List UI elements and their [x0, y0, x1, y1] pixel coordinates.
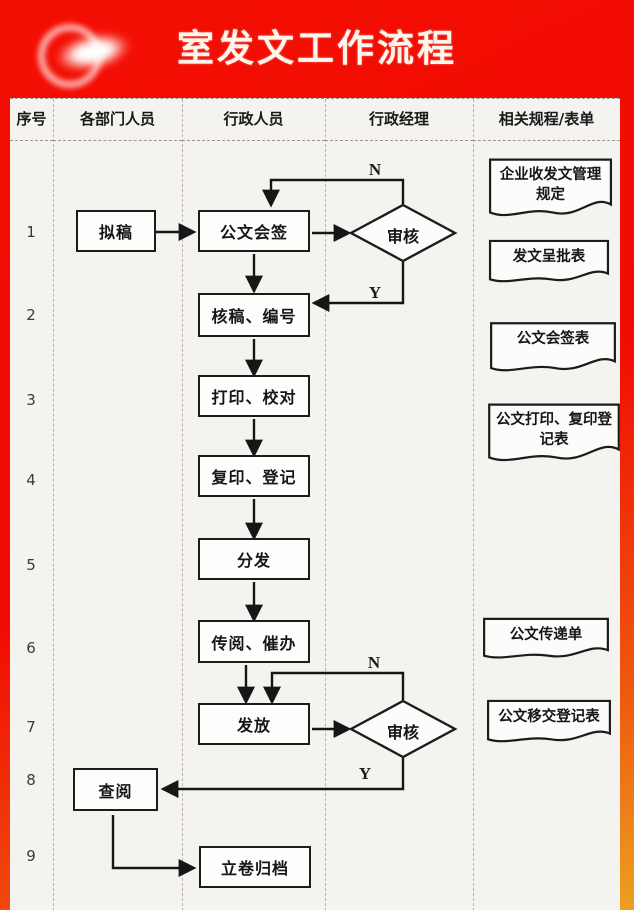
logo-mark-icon — [30, 14, 140, 88]
column-divider — [182, 99, 183, 910]
node-print-proof: 打印、校对 — [198, 375, 310, 417]
node-circulate-urge: 传阅、催办 — [198, 620, 310, 663]
row-number: 3 — [26, 391, 36, 409]
column-divider — [325, 99, 326, 910]
doc-transfer-register: 公文移交登记表 — [486, 699, 612, 747]
node-draft: 拟稿 — [76, 210, 156, 252]
page-title: 室发文工作流程 — [177, 27, 457, 70]
row-number: 5 — [26, 556, 36, 574]
branch-label-yes: Y — [358, 764, 372, 783]
row-number: 6 — [26, 639, 36, 657]
header-banner: 室发文工作流程 — [0, 0, 634, 98]
column-divider — [473, 99, 474, 910]
node-issue: 发放 — [198, 703, 310, 745]
node-distribute: 分发 — [198, 538, 310, 580]
column-header-department: 各部门人员 — [53, 99, 182, 141]
column-header-admin-manager: 行政经理 — [325, 99, 473, 141]
decision-review-1-label: 审核 — [386, 227, 419, 246]
doc-delivery-slip: 公文传递单 — [482, 617, 610, 663]
row-number: 8 — [26, 771, 36, 789]
row-number: 1 — [26, 223, 36, 241]
doc-approval-form: 发文呈批表 — [488, 239, 610, 287]
doc-print-copy-register: 公文打印、复印登记表 — [487, 402, 621, 468]
node-countersign: 公文会签 — [198, 210, 310, 252]
node-check-number: 核稿、编号 — [198, 293, 310, 337]
node-copy-register: 复印、登记 — [198, 455, 310, 497]
column-header-admin-staff: 行政人员 — [182, 99, 325, 141]
doc-management-rules: 企业收发文管理规定 — [488, 157, 613, 223]
decision-review-2-label: 审核 — [386, 723, 419, 742]
row-number: 4 — [26, 471, 36, 489]
column-header-related-forms: 相关规程/表单 — [473, 99, 620, 141]
node-consult: 查阅 — [73, 768, 158, 811]
row-number: 7 — [26, 718, 36, 736]
row-number: 9 — [26, 847, 36, 865]
branch-label-no: N — [368, 160, 382, 179]
column-divider — [53, 99, 54, 910]
row-number: 2 — [26, 306, 36, 324]
doc-countersign-form: 公文会签表 — [489, 321, 617, 377]
branch-label-yes: Y — [368, 283, 382, 302]
column-header-seq: 序号 — [10, 99, 53, 141]
node-archive: 立卷归档 — [199, 846, 311, 888]
branch-label-no: N — [367, 653, 381, 672]
